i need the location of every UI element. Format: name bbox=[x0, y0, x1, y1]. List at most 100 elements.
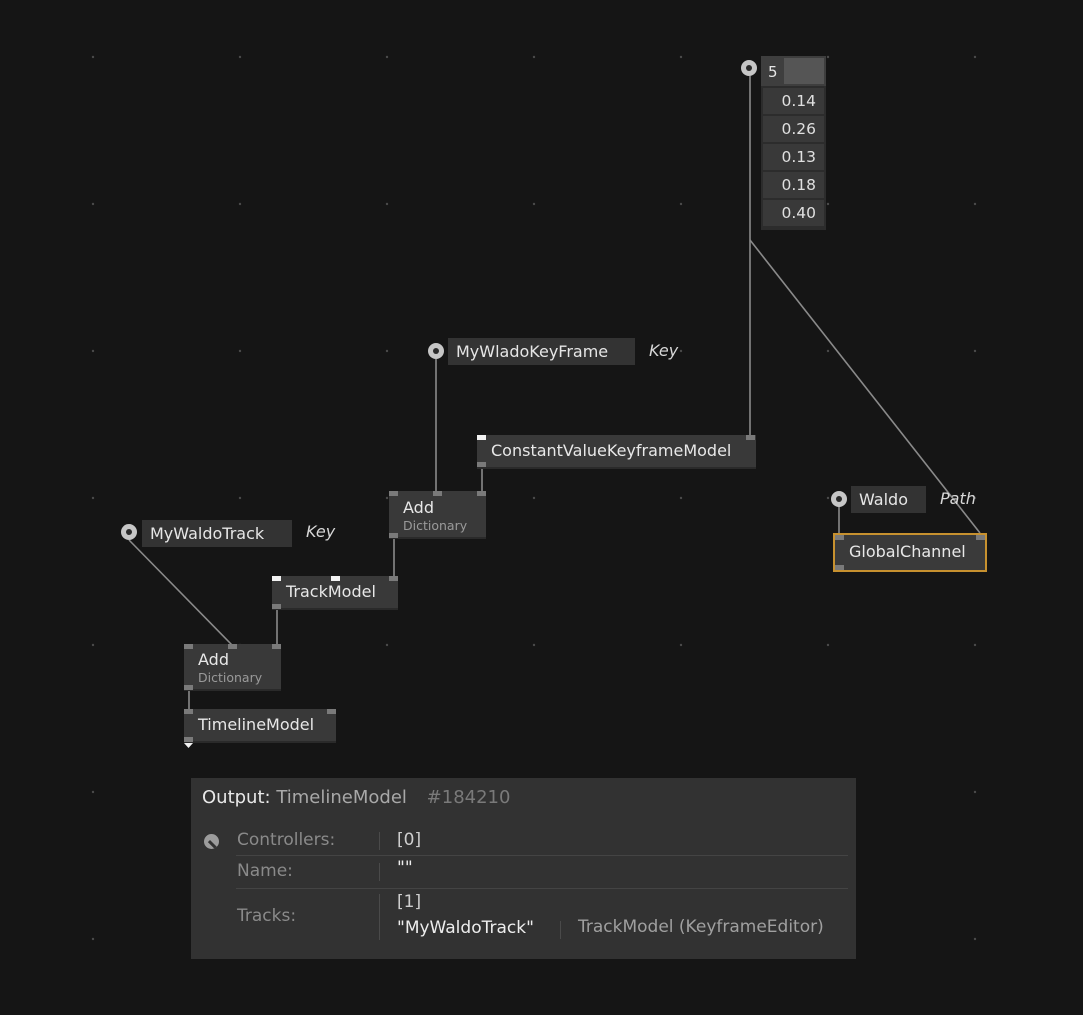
grid-dot bbox=[385, 349, 389, 353]
grid-dot bbox=[826, 55, 830, 59]
input-pin[interactable] bbox=[184, 709, 193, 714]
input-pin[interactable] bbox=[746, 435, 755, 440]
grid-dot bbox=[532, 643, 536, 647]
output-pin[interactable] bbox=[389, 533, 398, 538]
grid-dot bbox=[91, 790, 95, 794]
node-subtitle: Dictionary bbox=[198, 670, 263, 685]
channel-path-input[interactable]: Waldo bbox=[851, 486, 926, 513]
divider bbox=[379, 832, 380, 850]
controllers-key: Controllers: bbox=[237, 830, 336, 850]
grid-dot bbox=[91, 349, 95, 353]
spread-row-value: 0.26 bbox=[781, 120, 816, 138]
tooltip-hash: #184210 bbox=[426, 787, 511, 808]
grid-dot bbox=[238, 55, 242, 59]
spread-output-pin-icon[interactable] bbox=[741, 60, 757, 76]
grid-dot bbox=[679, 349, 683, 353]
grid-dot bbox=[826, 643, 830, 647]
spread-count[interactable]: 5 bbox=[761, 56, 826, 86]
wire-trackkey-to-add bbox=[128, 539, 233, 646]
output-pin[interactable] bbox=[184, 685, 193, 690]
node-title: TimelineModel bbox=[198, 715, 315, 734]
channel-path-pin-icon[interactable] bbox=[831, 491, 847, 507]
add-dictionary-node-top[interactable]: Add Dictionary bbox=[389, 491, 486, 539]
input-pin[interactable] bbox=[389, 491, 398, 496]
input-pin[interactable] bbox=[389, 576, 398, 581]
key-pin-label: Key bbox=[306, 522, 336, 541]
spread-row[interactable]: 0.18 bbox=[763, 172, 824, 198]
input-pin[interactable] bbox=[477, 435, 486, 440]
input-pin[interactable] bbox=[228, 644, 237, 649]
name-key: Name: bbox=[237, 861, 293, 881]
value-spread-iobox[interactable]: 5 0.14 0.26 0.13 0.18 0.40 bbox=[761, 56, 826, 230]
spread-row-value: 0.13 bbox=[781, 148, 816, 166]
spread-row-value: 0.40 bbox=[781, 204, 816, 222]
divider bbox=[379, 894, 380, 940]
grid-dot bbox=[973, 202, 977, 206]
node-title: Add bbox=[403, 498, 434, 517]
spread-row[interactable]: 0.14 bbox=[763, 88, 824, 114]
grid-dot bbox=[679, 496, 683, 500]
grid-dot bbox=[238, 496, 242, 500]
row-separator bbox=[236, 888, 848, 889]
track-model-node[interactable]: TrackModel bbox=[272, 576, 398, 610]
grid-dot bbox=[679, 202, 683, 206]
input-pin[interactable] bbox=[184, 644, 193, 649]
grid-dot bbox=[532, 55, 536, 59]
keyframe-key-pin-icon[interactable] bbox=[428, 343, 444, 359]
grid-dot bbox=[973, 349, 977, 353]
output-pin[interactable] bbox=[477, 462, 486, 467]
output-pin[interactable] bbox=[272, 604, 281, 609]
grid-dot bbox=[826, 349, 830, 353]
input-pin[interactable] bbox=[477, 491, 486, 496]
grid-dot bbox=[385, 496, 389, 500]
grid-dot bbox=[91, 496, 95, 500]
input-pin[interactable] bbox=[331, 576, 340, 581]
node-title: TrackModel bbox=[286, 582, 376, 601]
output-tooltip: Output: TimelineModel #184210 Controller… bbox=[191, 778, 856, 959]
constant-value-keyframe-node[interactable]: ConstantValueKeyframeModel bbox=[477, 435, 756, 469]
grid-dot bbox=[385, 643, 389, 647]
keyframe-key-text: MyWladoKeyFrame bbox=[456, 342, 609, 361]
tracks-count: [1] bbox=[397, 892, 422, 912]
spread-row[interactable]: 0.40 bbox=[763, 200, 824, 226]
input-pin[interactable] bbox=[272, 644, 281, 649]
input-pin[interactable] bbox=[976, 535, 985, 540]
grid-dot bbox=[973, 643, 977, 647]
keyframe-key-input[interactable]: MyWladoKeyFrame bbox=[448, 338, 635, 365]
grid-dot bbox=[826, 496, 830, 500]
divider bbox=[560, 921, 561, 939]
input-pin[interactable] bbox=[327, 709, 336, 714]
input-pin[interactable] bbox=[835, 535, 844, 540]
track-key-input[interactable]: MyWaldoTrack bbox=[142, 520, 292, 547]
add-dictionary-node-bottom[interactable]: Add Dictionary bbox=[184, 644, 281, 691]
tooltip-type: TimelineModel bbox=[276, 787, 407, 808]
track-key-pin-icon[interactable] bbox=[121, 524, 137, 540]
input-pin[interactable] bbox=[433, 491, 442, 496]
node-title: Add bbox=[198, 650, 229, 669]
output-pin[interactable] bbox=[184, 737, 193, 742]
divider bbox=[379, 863, 380, 881]
key-pin-label: Key bbox=[649, 341, 679, 360]
grid-dot bbox=[679, 55, 683, 59]
grid-dot bbox=[532, 202, 536, 206]
grid-dot bbox=[973, 790, 977, 794]
tooltip-label: Output: bbox=[202, 787, 271, 808]
grid-dot bbox=[385, 55, 389, 59]
timeline-model-node[interactable]: TimelineModel bbox=[184, 709, 336, 743]
grid-dot bbox=[826, 202, 830, 206]
channel-path-text: Waldo bbox=[859, 490, 908, 509]
input-pin[interactable] bbox=[272, 576, 281, 581]
spread-count-handle[interactable] bbox=[784, 58, 824, 84]
path-pin-label: Path bbox=[940, 489, 976, 508]
node-title: GlobalChannel bbox=[849, 542, 966, 561]
tracks-key: Tracks: bbox=[237, 906, 297, 926]
spread-row[interactable]: 0.13 bbox=[763, 144, 824, 170]
spread-row[interactable]: 0.26 bbox=[763, 116, 824, 142]
output-pin[interactable] bbox=[835, 565, 844, 570]
node-title: ConstantValueKeyframeModel bbox=[491, 441, 732, 460]
global-channel-node[interactable]: GlobalChannel bbox=[833, 533, 987, 572]
grid-dot bbox=[973, 937, 977, 941]
grid-dot bbox=[91, 937, 95, 941]
output-pin-hover-marker-icon bbox=[184, 743, 193, 748]
tracks-item-value: TrackModel (KeyframeEditor) bbox=[578, 917, 824, 937]
